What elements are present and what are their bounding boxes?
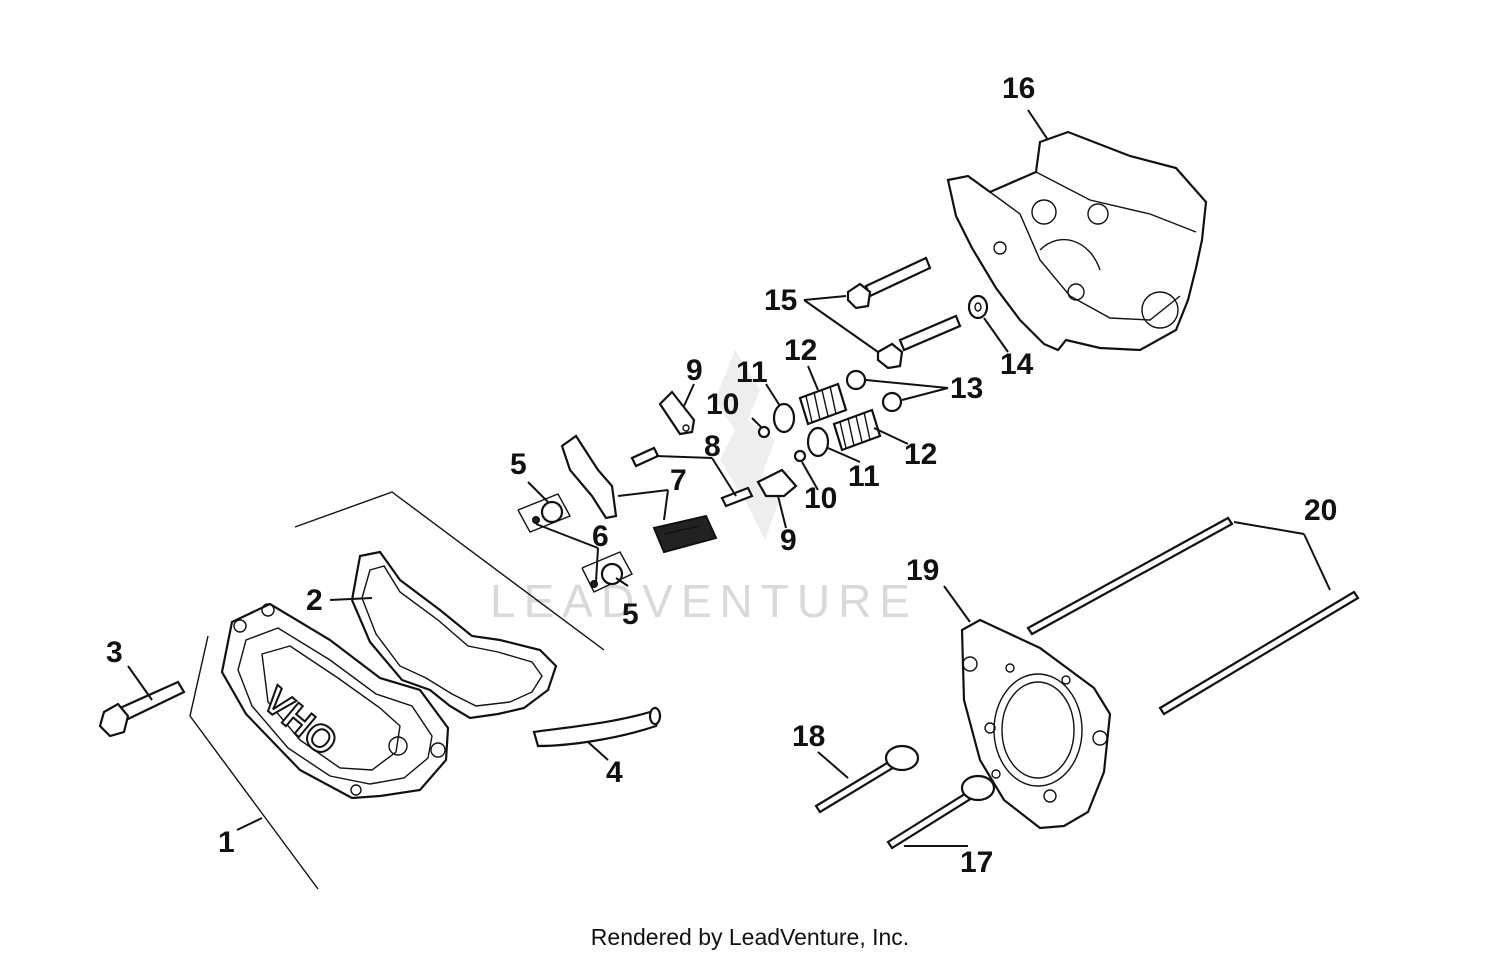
render-credit: Rendered by LeadVenture, Inc. [590, 924, 910, 950]
callout-9b: 9 [780, 524, 797, 557]
callout-8: 8 [704, 430, 721, 463]
callout-14: 14 [1000, 348, 1034, 381]
callout-7: 7 [670, 464, 687, 497]
head-gasket [960, 618, 1112, 830]
callouts: 1 2 3 4 5 5 6 7 8 9 9 10 10 11 11 12 12 … [106, 72, 1337, 879]
valve-springs [798, 382, 882, 452]
exhaust-valve [886, 774, 996, 850]
guide-plates [658, 390, 798, 498]
washer [967, 294, 989, 320]
callout-11a: 11 [736, 356, 768, 389]
breather-hose [532, 706, 662, 748]
callout-2: 2 [306, 584, 323, 617]
callout-5b: 5 [622, 598, 639, 631]
callout-13: 13 [950, 372, 983, 405]
rocker-arms [560, 434, 718, 554]
valve-cover-gasket [350, 550, 558, 720]
callout-6: 6 [592, 520, 609, 553]
valve-retainers [772, 402, 830, 458]
callout-12a: 12 [784, 334, 817, 367]
cylinder-head [946, 130, 1208, 352]
callout-20: 20 [1304, 494, 1337, 527]
callout-19: 19 [906, 554, 939, 587]
callout-1: 1 [218, 826, 235, 859]
valve-keepers [757, 425, 807, 463]
callout-9a: 9 [686, 354, 703, 387]
callout-10b: 10 [804, 482, 837, 515]
valve-caps [845, 369, 903, 413]
callout-3: 3 [106, 636, 123, 669]
callout-11b: 11 [848, 460, 880, 493]
cover-bolt [98, 680, 186, 738]
callout-15: 15 [764, 284, 797, 317]
callout-4: 4 [606, 756, 623, 789]
callout-17: 17 [960, 846, 993, 879]
callout-12b: 12 [904, 438, 937, 471]
callout-10a: 10 [706, 388, 739, 421]
callout-18: 18 [792, 720, 825, 753]
watermark: LEADVENTURE [490, 575, 918, 627]
callout-16: 16 [1002, 72, 1035, 105]
head-bolts [846, 256, 962, 370]
callout-5a: 5 [510, 448, 527, 481]
push-rods [1026, 516, 1360, 716]
intake-valve [814, 744, 920, 814]
leader-lines [127, 109, 1331, 847]
